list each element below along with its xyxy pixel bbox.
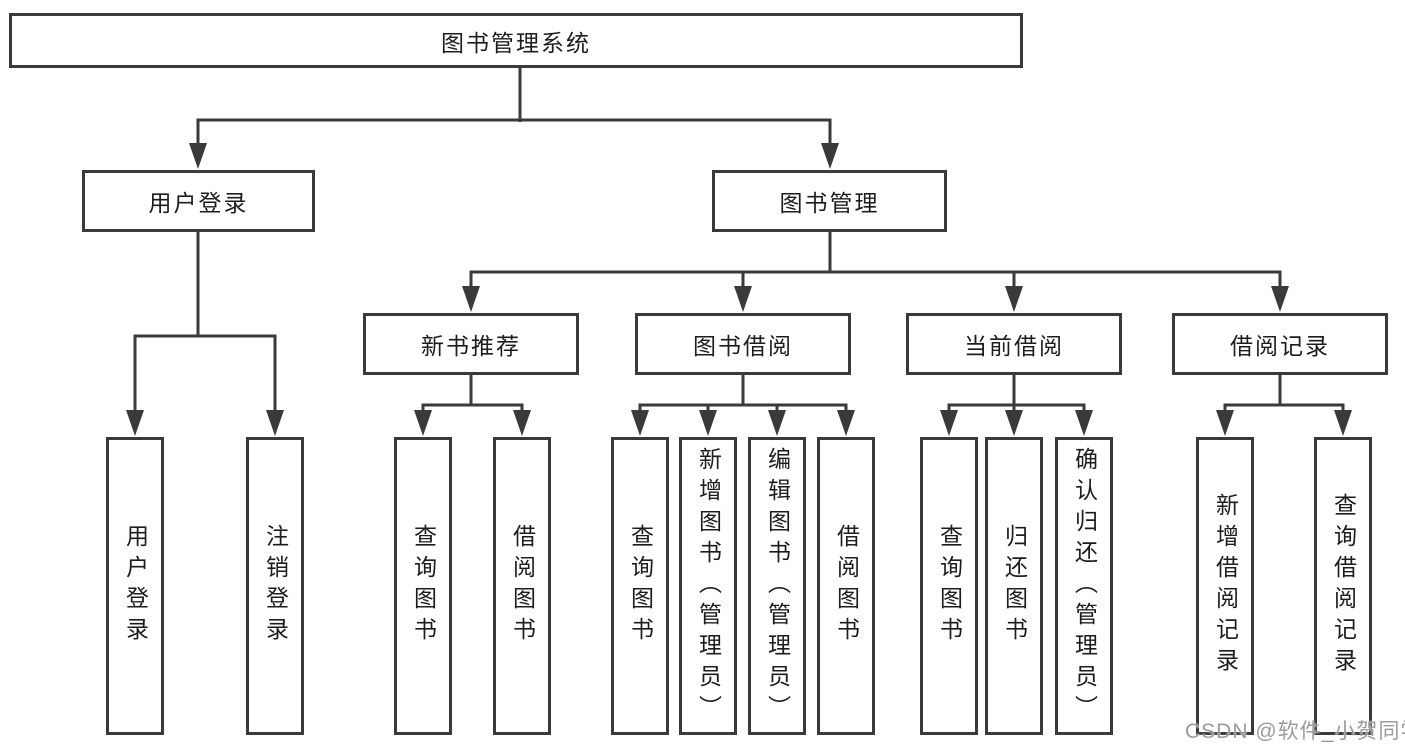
arrowhead-down-icon xyxy=(266,410,284,436)
node-label: 图书管理系统 xyxy=(441,29,591,56)
node-label: 借阅图书 xyxy=(509,524,536,648)
node-library-management-system: 图书管理系统 xyxy=(9,13,1023,68)
leaf-query-books-borrowing: 查询图书 xyxy=(611,437,669,735)
leaf-borrow-books-recommend: 借阅图书 xyxy=(493,437,551,735)
arrowhead-down-icon xyxy=(126,410,144,436)
node-label: 查询借阅记录 xyxy=(1330,493,1357,679)
arrowhead-down-icon xyxy=(1005,410,1023,436)
connector-new-book-recommend-to-leaves xyxy=(414,374,531,436)
arrowhead-down-icon xyxy=(631,410,649,436)
node-label: 确认归还（管理员） xyxy=(1071,446,1098,726)
connector-book-management-to-level3 xyxy=(462,231,1289,312)
arrowhead-down-icon xyxy=(462,286,480,312)
arrowhead-down-icon xyxy=(1005,286,1023,312)
node-label: 查询图书 xyxy=(627,524,654,648)
leaf-edit-books-admin: 编辑图书（管理员） xyxy=(748,437,806,735)
connector-book-borrowing-to-leaves xyxy=(631,374,855,436)
node-borrowing-records: 借阅记录 xyxy=(1172,313,1388,375)
node-label: 新书推荐 xyxy=(421,333,521,359)
arrowhead-down-icon xyxy=(1271,286,1289,312)
leaf-return-books: 归还图书 xyxy=(985,437,1043,735)
node-label: 图书借阅 xyxy=(693,333,793,359)
node-current-borrowing: 当前借阅 xyxy=(906,313,1122,375)
node-user-login: 用户登录 xyxy=(82,170,315,232)
arrowhead-down-icon xyxy=(1216,410,1234,436)
node-label: 新增借阅记录 xyxy=(1212,493,1239,679)
leaf-add-borrow-record: 新增借阅记录 xyxy=(1196,437,1254,735)
node-label: 编辑图书（管理员） xyxy=(764,446,791,726)
node-new-book-recommend: 新书推荐 xyxy=(363,313,579,375)
leaf-confirm-return-admin: 确认归还（管理员） xyxy=(1055,437,1113,735)
node-label: 用户登录 xyxy=(122,524,149,648)
leaf-query-books-recommend: 查询图书 xyxy=(394,437,452,735)
connector-root-to-level2 xyxy=(189,67,839,169)
node-label: 查询图书 xyxy=(410,524,437,648)
node-label: 归还图书 xyxy=(1001,524,1028,648)
node-label: 注销登录 xyxy=(262,524,289,648)
arrowhead-down-icon xyxy=(1075,410,1093,436)
connector-user-login-to-leaves xyxy=(126,231,284,436)
leaf-query-books-current: 查询图书 xyxy=(920,437,978,735)
node-label: 新增图书（管理员） xyxy=(695,446,722,726)
node-label: 借阅记录 xyxy=(1230,333,1330,359)
arrowhead-down-icon xyxy=(189,143,207,169)
node-label: 查询图书 xyxy=(936,524,963,648)
arrowhead-down-icon xyxy=(414,410,432,436)
node-label: 用户登录 xyxy=(148,190,249,216)
node-label: 图书管理 xyxy=(779,190,880,216)
leaf-query-borrow-record: 查询借阅记录 xyxy=(1314,437,1372,735)
connector-borrowing-records-to-leaves xyxy=(1216,374,1352,436)
node-book-management: 图书管理 xyxy=(712,170,947,232)
arrowhead-down-icon xyxy=(940,410,958,436)
node-label: 借阅图书 xyxy=(833,524,860,648)
arrowhead-down-icon xyxy=(699,410,717,436)
arrowhead-down-icon xyxy=(513,410,531,436)
node-label: 当前借阅 xyxy=(964,333,1064,359)
arrowhead-down-icon xyxy=(837,410,855,436)
leaf-logout: 注销登录 xyxy=(246,437,304,735)
arrowhead-down-icon xyxy=(768,410,786,436)
arrowhead-down-icon xyxy=(734,286,752,312)
arrowhead-down-icon xyxy=(821,143,839,169)
node-book-borrowing: 图书借阅 xyxy=(635,313,851,375)
connector-current-borrowing-to-leaves xyxy=(940,374,1093,436)
arrowhead-down-icon xyxy=(1334,410,1352,436)
leaf-add-books-admin: 新增图书（管理员） xyxy=(679,437,737,735)
leaf-user-login: 用户登录 xyxy=(106,437,164,735)
leaf-borrow-books-borrowing: 借阅图书 xyxy=(817,437,875,735)
csdn-watermark: CSDN @软件_小贺同学 xyxy=(1185,720,1405,743)
